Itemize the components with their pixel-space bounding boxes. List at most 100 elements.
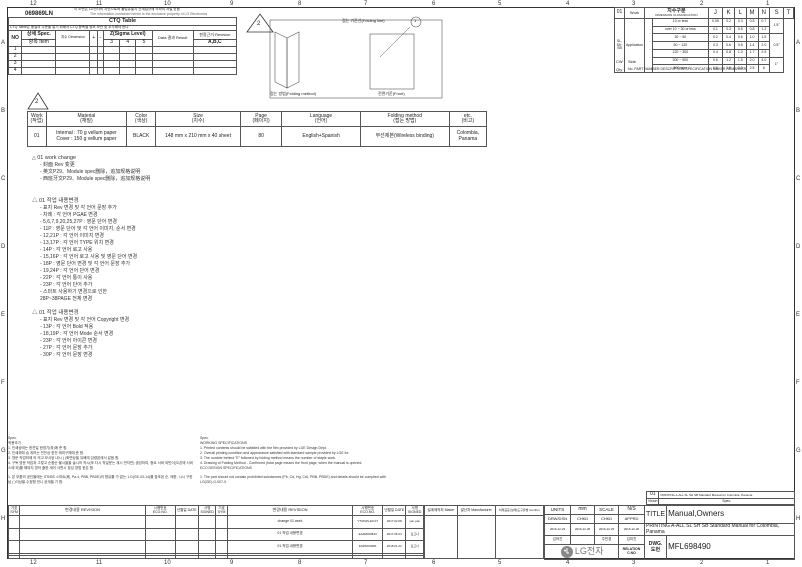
tolerance-cell: 2.5: [745, 64, 759, 73]
ctq-z-value: 4: [119, 38, 137, 47]
ruler-mark: H: [1, 516, 6, 522]
spec-header-ko: (재질): [80, 118, 93, 124]
ruler-mark: 5: [498, 1, 502, 7]
ruler-mark: 10: [164, 560, 171, 566]
change-line: - 22P : 각 언어 통이 사용: [40, 275, 93, 281]
lg-logo-text: LG전자: [574, 546, 604, 557]
ctq-col-header: Data 결과 Result: [151, 29, 194, 47]
spec-notes-left: Spec. 적용추가 1. 인쇄상태는 한견일 한영기(좌)에 준 함. 2. …: [8, 436, 194, 485]
ruler-mark: F: [796, 380, 800, 386]
ruler-mark: 1: [766, 560, 770, 566]
change-line: - 스마트 사용하기 변경으로 인한: [40, 289, 108, 295]
date-cell: 2016-12-26: [618, 523, 645, 536]
spec-header-ko: (접는 방법): [393, 118, 417, 124]
tolerance-cell: 1.7: [745, 48, 759, 58]
spec-size: 148 mm x 210 mm x 40 sheet: [155, 126, 241, 147]
spec-note-line: 4. Drawing of Folding Method - Confirmed…: [200, 461, 363, 465]
title-top-desc: PRINTING A-ALL SL SH SB Standard Manual …: [658, 490, 795, 500]
change-note-1: △ 01 work change - 封面 Rev 变更 - 英文P29、Mod…: [32, 155, 150, 183]
change-note-title-text: 01 work change: [37, 155, 77, 161]
change-line: - 西班牙文P29、Module spec删除，追加规格说明: [40, 176, 151, 182]
ruler-mark: 3: [632, 1, 636, 7]
ruler-mark: G: [1, 448, 6, 454]
rev-header: 시행번호 ECO.NO.: [352, 505, 384, 516]
tolerance-cell: 0.6: [722, 41, 735, 50]
folding-marker: 2: [257, 21, 261, 27]
tolerance-cell: 6: [757, 64, 771, 73]
folding-drawing: [269, 16, 443, 99]
date-cell: 2016-12-23: [594, 523, 619, 536]
change-line: 28P~38PAGE 전체 변경: [40, 296, 93, 302]
rev-header: 기호 SYM: [7, 505, 21, 516]
tolerance-cell: 0.3: [733, 18, 747, 27]
spec-notes-sub: ECO DESIGN SPECIFICATIONS: [200, 466, 252, 470]
ruler-mark: 8: [298, 1, 302, 7]
tolerance-range: 30 ~ 50: [652, 33, 709, 43]
tolerance-cell: 0.5: [733, 25, 747, 35]
chkd-label: CHKD: [570, 514, 595, 524]
change-line: - 13,17P : 각 언어 TYPE 위치 변경: [40, 240, 114, 246]
tolerance-footer: No. PART NUMBER DESCRIPTION SPECIFICATIO…: [628, 67, 747, 71]
ruler-mark: 7: [364, 560, 368, 566]
ruler-mark: 7: [364, 1, 368, 7]
rev-eco: EAZR000843: [352, 527, 384, 542]
tolerance-cell: 0.2: [722, 18, 735, 27]
designer-label: 발산처 Manufacturer: [456, 505, 496, 516]
dwg-label: DWG. 도번: [643, 535, 668, 560]
spec-note-line: 2. 인쇄위에 숨 게려는 민전상 한전 매미구에에 준 함.: [8, 451, 85, 455]
tolerance-cell: 0.8: [745, 25, 759, 35]
tolerance-title-en: DIMENSION CLASSIFICATION: [655, 13, 698, 18]
spec-folding: 무선제본(Wireless binding): [359, 126, 450, 147]
tolerance-col: K: [722, 7, 735, 19]
drw-label: DRW/DSN: [544, 514, 571, 524]
tolerance-cell: 2.0: [745, 56, 759, 66]
change-line: - 13P : 각 언어 Bold 적용: [40, 324, 94, 330]
spec-header-en: Color: [135, 112, 148, 119]
units-label: UNITS: [544, 505, 571, 515]
rev-entry: change 01 work: [226, 515, 354, 529]
tolerance-angle: 1.5°: [769, 17, 784, 35]
ruler-mark: 3: [632, 560, 636, 566]
ctq-z-value: 5: [135, 38, 153, 47]
spec-header-ko: (언어): [314, 118, 328, 124]
change-note-2: △ 01 작업 내용변경 - 표지 Rev 변경 및 각 언어 문장 추가 - …: [32, 198, 137, 303]
spec-header-ko: (치수): [191, 118, 205, 124]
tolerance-side: SL, SH, SB: [614, 18, 625, 73]
revision-triangle-icon: [246, 13, 274, 33]
ruler-mark: C: [796, 176, 801, 182]
spec-marker: 2: [35, 99, 39, 105]
ruler-mark: 11: [96, 560, 103, 566]
spec-header-en: Work: [31, 112, 43, 119]
change-note-title: △ 01 작업 내용변경: [32, 198, 137, 205]
tolerance-cell: 1.0: [745, 33, 759, 43]
tolerance-range: 500 over: [652, 64, 709, 73]
change-line: - 5,6,7,9,20,25,27P : 영문 단어 변경: [40, 219, 117, 225]
rev-header: 사명 SIGNED: [197, 505, 217, 516]
rev-date: 2017.02.08: [382, 515, 407, 529]
spec-note-line: 1. Printed contents should be satisfied …: [200, 446, 327, 450]
designer-label: 처제표준(설계)도구유법 Confirm: [494, 505, 545, 516]
rev-header: 변경내용 REVISION: [19, 505, 146, 516]
change-line: - 18,19P : 각 언어 Mode 순서 변경: [40, 331, 114, 337]
tolerance-cell: 2.0: [757, 41, 771, 50]
tolerance-col: J: [707, 7, 724, 19]
dwg-number: MFL698490: [666, 535, 795, 560]
ctq-table: CTQ Table CTQ Table은 품질의 수준을 알기 위해서 CTQ …: [7, 17, 238, 76]
change-line: - 표지 Rev 변경 및 각 언어 Copyright 변경: [40, 317, 130, 323]
tolerance-cell: 0.4: [722, 33, 735, 43]
rev-signed: 김고나: [405, 527, 424, 542]
rev-entry: 01 작업 내용변경: [226, 527, 354, 542]
change-note-title-text: 01 작업 내용변경: [39, 310, 79, 316]
ruler-mark: 6: [432, 1, 436, 7]
tolerance-range: 120 ~ 300: [652, 48, 709, 58]
spec-notes-right: Spec. WORKING SPECIFICATIONS 1. Printed …: [200, 436, 390, 485]
title-vision: Vision: [645, 498, 660, 505]
tolerance-cell: 1.2: [722, 56, 735, 66]
spec-notes-sub: WORKING SPECIFICATIONS: [200, 441, 247, 445]
spec-header-work: Work(작업): [27, 111, 47, 127]
tolerance-cell: 0.7: [757, 18, 771, 27]
tolerance-cell: 0.8: [722, 48, 735, 58]
tolerance-col: S: [769, 7, 784, 19]
warning-text-en: The information contained herein is the …: [90, 12, 208, 16]
ctq-title: CTQ Table: [8, 17, 237, 26]
